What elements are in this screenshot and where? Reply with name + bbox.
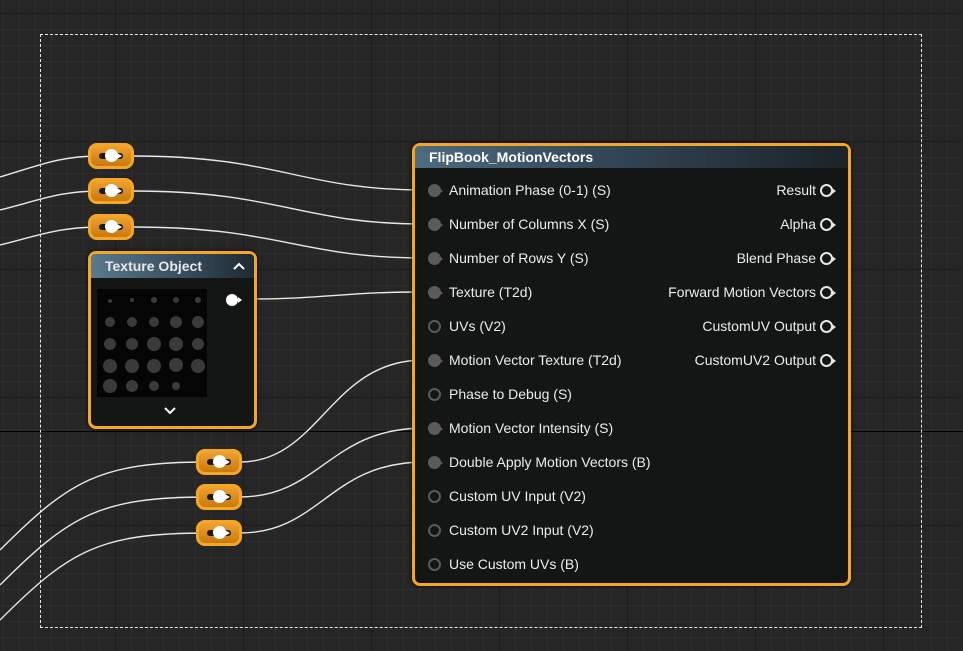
chevron-up-icon[interactable] xyxy=(232,254,246,278)
wire-columns-left xyxy=(0,190,101,211)
input-pin[interactable] xyxy=(428,422,443,435)
wire-mvtex-left xyxy=(0,532,209,621)
output-pin-label: CustomUV2 Output xyxy=(694,352,816,368)
input-pin-label: Texture (T2d) xyxy=(449,284,533,300)
input-pin[interactable] xyxy=(428,388,441,401)
output-pin-row[interactable]: Forward Motion Vectors xyxy=(668,282,836,302)
input-pin-label: Custom UV2 Input (V2) xyxy=(449,522,594,538)
reroute-node[interactable] xyxy=(196,520,242,546)
chevron-down-icon[interactable] xyxy=(163,404,177,416)
output-pin-label: CustomUV Output xyxy=(702,318,816,334)
texture-object-title: Texture Object xyxy=(105,258,202,274)
output-pin-row[interactable]: Result xyxy=(776,180,836,200)
input-pin-label: Motion Vector Texture (T2d) xyxy=(449,352,622,368)
wire-mvtex-to-node xyxy=(239,359,425,463)
input-pin[interactable] xyxy=(428,184,443,197)
input-pin-label: Custom UV Input (V2) xyxy=(449,488,586,504)
wire-phase-left xyxy=(0,155,101,178)
output-pin-label: Blend Phase xyxy=(736,250,816,266)
reroute-node[interactable] xyxy=(88,143,134,169)
reroute-node[interactable] xyxy=(88,214,134,240)
node-title: FlipBook_MotionVectors xyxy=(429,149,594,165)
reroute-node[interactable] xyxy=(196,484,242,510)
wire-columns-to-node xyxy=(131,190,425,225)
wire-texture-to-node xyxy=(244,291,425,300)
reroute-pin[interactable] xyxy=(213,455,226,468)
input-pin[interactable] xyxy=(428,218,443,231)
reroute-node[interactable] xyxy=(88,178,134,204)
selection-marquee xyxy=(40,34,922,628)
reroute-pin[interactable] xyxy=(213,526,226,539)
output-pin[interactable] xyxy=(820,252,836,265)
output-pin[interactable] xyxy=(820,320,836,333)
input-pin-label: Number of Columns X (S) xyxy=(449,216,610,232)
node-header[interactable]: FlipBook_MotionVectors xyxy=(415,146,848,168)
input-pin[interactable] xyxy=(428,524,441,537)
input-pin[interactable] xyxy=(428,558,441,571)
reroute-pin[interactable] xyxy=(213,490,226,503)
input-pin[interactable] xyxy=(428,354,443,367)
flipbook-motion-vectors-node[interactable]: FlipBook_MotionVectors Animation Phase (… xyxy=(412,143,851,586)
input-pin-label: Number of Rows Y (S) xyxy=(449,250,589,266)
output-pin-row[interactable]: Alpha xyxy=(780,214,836,234)
wire-double-to-node xyxy=(239,461,425,534)
wire-rows-to-node xyxy=(131,226,425,259)
input-pin-label: Use Custom UVs (B) xyxy=(449,556,579,572)
input-pin-label: UVs (V2) xyxy=(449,318,506,334)
input-pin[interactable] xyxy=(428,320,441,333)
output-pin-row[interactable]: Blend Phase xyxy=(737,248,836,268)
reroute-pin[interactable] xyxy=(105,184,118,197)
reroute-node[interactable] xyxy=(196,449,242,475)
input-pin-label: Phase to Debug (S) xyxy=(449,386,572,402)
input-pin[interactable] xyxy=(428,252,443,265)
wire-rows-left xyxy=(0,226,101,246)
output-pin-label: Alpha xyxy=(780,216,816,232)
wire-double-left xyxy=(0,496,209,586)
texture-object-header[interactable]: Texture Object xyxy=(91,254,254,278)
output-pin[interactable] xyxy=(820,184,836,197)
wire-intensity-left xyxy=(0,461,209,551)
output-pin-row[interactable]: CustomUV2 Output xyxy=(695,350,836,370)
input-pin[interactable] xyxy=(428,286,443,299)
output-pin-label: Result xyxy=(776,182,816,198)
input-pin[interactable] xyxy=(428,456,443,469)
texture-output-pin[interactable] xyxy=(226,294,242,306)
output-pin[interactable] xyxy=(820,218,836,231)
input-pin[interactable] xyxy=(428,490,441,503)
texture-object-node[interactable]: Texture Object xyxy=(88,251,257,429)
output-pin-label: Forward Motion Vectors xyxy=(668,284,816,300)
wire-phase-to-node xyxy=(131,155,425,191)
output-pin[interactable] xyxy=(820,286,836,299)
input-pin-label: Motion Vector Intensity (S) xyxy=(449,420,614,436)
reroute-pin[interactable] xyxy=(105,149,118,162)
output-pin-row[interactable]: CustomUV Output xyxy=(702,316,836,336)
texture-thumbnail xyxy=(97,289,207,397)
wire-intensity-to-node xyxy=(239,427,425,498)
output-pin[interactable] xyxy=(820,354,836,367)
reroute-pin[interactable] xyxy=(105,220,118,233)
input-pin-label: Double Apply Motion Vectors (B) xyxy=(449,454,651,470)
input-pin-label: Animation Phase (0-1) (S) xyxy=(449,182,611,198)
